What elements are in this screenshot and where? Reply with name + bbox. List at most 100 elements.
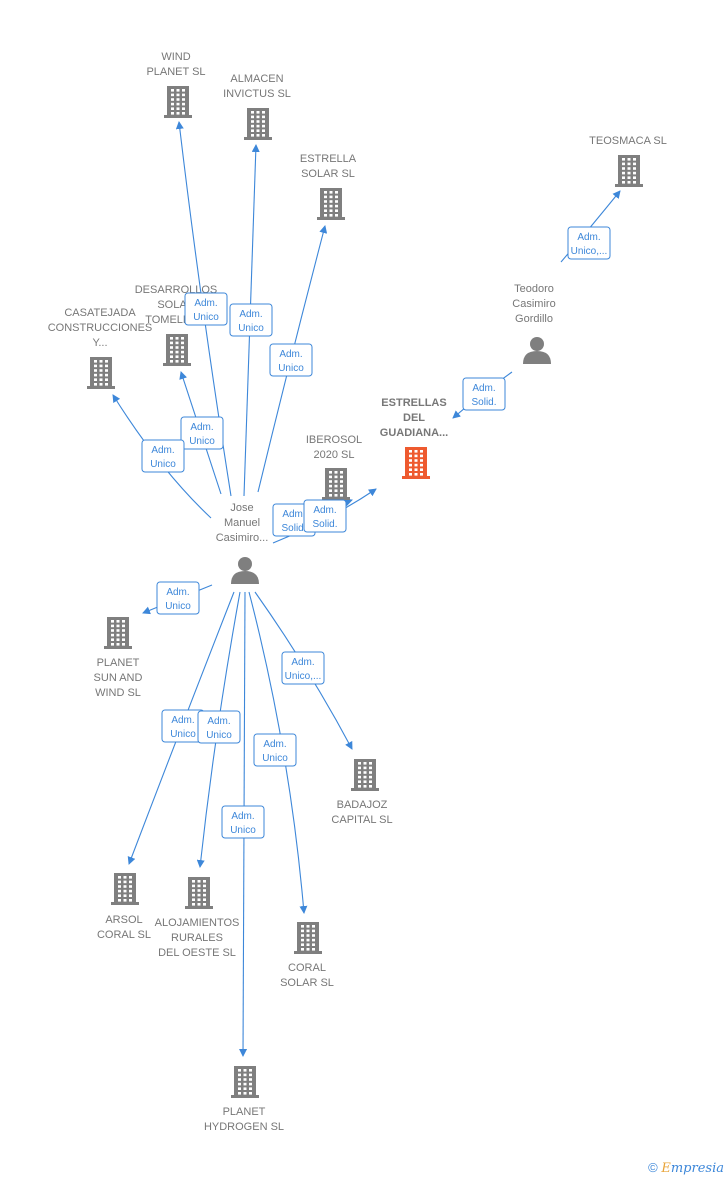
building-window: [105, 360, 108, 363]
building-window: [243, 1073, 247, 1077]
building-window: [182, 107, 185, 110]
building-window: [340, 471, 343, 474]
building-window: [192, 884, 195, 888]
building-window: [243, 1082, 247, 1086]
node-teosmaca[interactable]: TEOSMACA SL: [589, 135, 667, 187]
node-label-line: Casimiro: [512, 298, 555, 310]
building-window: [118, 889, 121, 893]
building-window: [181, 341, 184, 345]
edge-badge[interactable]: Adm.Unico: [161, 709, 205, 743]
building-window: [116, 643, 120, 646]
building-base: [231, 1095, 259, 1098]
building-window: [171, 98, 174, 101]
node-jose[interactable]: JoseManuelCasimiro...: [216, 502, 269, 584]
building-window: [249, 1087, 252, 1090]
building-window: [312, 938, 315, 942]
edge-badge-box: [197, 710, 241, 744]
building-window: [116, 638, 120, 641]
building-window: [329, 494, 332, 497]
building-base: [164, 115, 192, 118]
node-label-line: DEL OESTE SL: [158, 947, 236, 959]
edge-badge-box: [221, 805, 265, 839]
edge-badge-box: [184, 292, 228, 326]
edge-badge-text: Adm.: [231, 811, 254, 822]
edge-badge[interactable]: Adm.Unico: [156, 581, 200, 615]
building-window: [94, 373, 97, 377]
building-window: [256, 134, 260, 137]
building-window: [329, 484, 332, 488]
edge-badge[interactable]: Adm.Unico: [197, 710, 241, 744]
node-estrellas[interactable]: ESTRELLASDELGUADIANA...: [380, 397, 448, 479]
building-window: [369, 762, 372, 765]
building-window: [420, 450, 423, 453]
building-window: [369, 785, 372, 788]
building-window: [414, 463, 418, 467]
building-window: [306, 934, 310, 937]
building-window: [122, 624, 125, 628]
edge-badge[interactable]: Adm.Unico: [229, 303, 273, 337]
node-label-line: ALMACEN: [230, 73, 283, 85]
edge-badge[interactable]: Adm.Unico: [269, 343, 313, 377]
building-icon: [615, 155, 643, 187]
building-window: [363, 771, 367, 774]
building-window: [170, 355, 173, 358]
node-label-line: CAPITAL SL: [331, 814, 392, 826]
edge-badge[interactable]: Adm.Unico,...: [281, 651, 325, 685]
edge-badge-text: Adm.: [166, 587, 189, 598]
building-window: [94, 378, 97, 381]
edge-badge[interactable]: Adm.Unico: [184, 292, 228, 326]
edge-badge[interactable]: Adm.Unico,...: [567, 226, 611, 260]
edge-badge[interactable]: Adm.Unico: [221, 805, 265, 839]
node-label-line: Casimiro...: [216, 532, 269, 544]
person-icon: [231, 557, 259, 584]
edge-badge[interactable]: Adm.Unico: [180, 416, 224, 450]
edge-badge[interactable]: Adm.Unico: [141, 439, 185, 473]
node-label-line: DEL: [403, 412, 425, 424]
edge-badge-text: Unico: [262, 753, 288, 764]
edge-badge-text: Adm.: [282, 509, 305, 520]
building-window: [369, 775, 372, 779]
building-window: [123, 889, 127, 893]
building-base: [402, 476, 430, 479]
edge-badge[interactable]: Adm.Unico: [253, 733, 297, 767]
empresia-brand[interactable]: © Empresia: [648, 1160, 724, 1176]
building-window: [324, 204, 327, 208]
building-window: [203, 889, 206, 892]
building-window: [409, 450, 412, 453]
building-window: [170, 350, 173, 354]
building-window: [197, 903, 201, 906]
node-casatejada[interactable]: CASATEJADACONSTRUCCIONESY...: [48, 307, 153, 389]
building-window: [175, 360, 179, 363]
building-window: [182, 98, 185, 101]
building-window: [262, 111, 265, 114]
building-window: [312, 943, 315, 946]
building-window: [329, 214, 333, 217]
node-label-line: SUN AND: [94, 672, 143, 684]
building-window: [243, 1078, 247, 1081]
building-window: [105, 369, 108, 372]
edge-badge[interactable]: Adm.Solid.: [303, 499, 347, 533]
edge-badge-box: [462, 377, 506, 411]
building-window: [329, 209, 333, 212]
edge-badge[interactable]: Adm.Solid.: [462, 377, 506, 411]
brand-initial: E: [661, 1161, 671, 1176]
building-window: [312, 934, 315, 937]
person-body: [523, 351, 551, 364]
node-label-line: CONSTRUCCIONES: [48, 322, 153, 334]
building-window: [118, 876, 121, 879]
building-window: [170, 337, 173, 340]
building-window: [409, 473, 412, 476]
building-window: [111, 629, 114, 632]
